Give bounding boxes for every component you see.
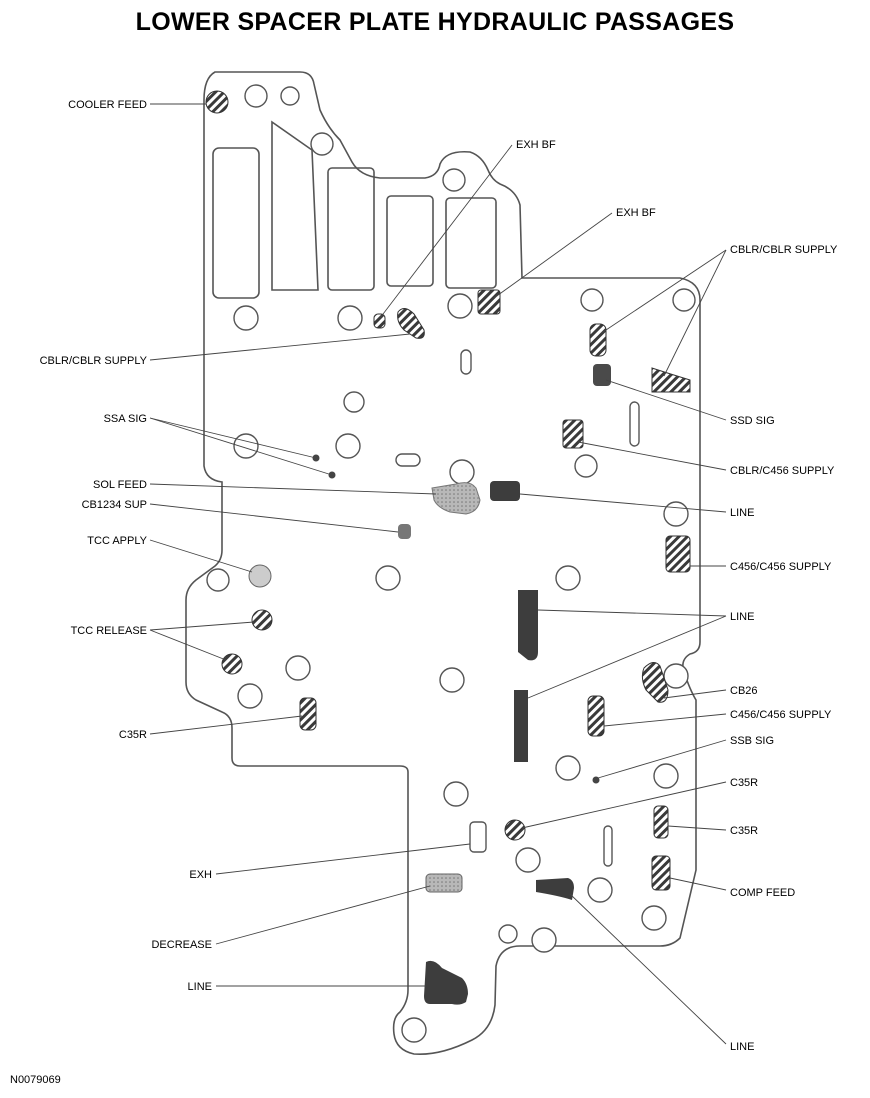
cblr-supply-port-small	[373, 313, 386, 329]
label-exh: EXH	[189, 869, 212, 881]
cblr-supply-right-port-2	[651, 367, 691, 393]
diagram-title: LOWER SPACER PLATE HYDRAULIC PASSAGES	[135, 8, 735, 36]
tcc-release-port-1	[251, 609, 273, 631]
upper-pocket-2	[271, 120, 319, 291]
line-port-3	[514, 690, 528, 762]
label-comp-feed: COMP FEED	[730, 887, 795, 899]
label-exh-bf-1: EXH BF	[516, 139, 556, 151]
c35r-right-port-1	[504, 819, 526, 841]
cblr-supply-port	[397, 308, 425, 339]
label-ssd-sig: SSD SIG	[730, 415, 775, 427]
cb26-port	[641, 662, 669, 703]
exh-bf-port	[477, 289, 501, 315]
plate-outline	[185, 71, 701, 1056]
cooler-feed-port	[205, 90, 229, 114]
c456-supply-port-2	[587, 695, 605, 737]
label-ssa-sig: SSA SIG	[104, 413, 147, 425]
label-tcc-release: TCC RELEASE	[71, 625, 147, 637]
ssd-sig-port	[593, 364, 611, 386]
label-ssb-sig: SSB SIG	[730, 735, 774, 747]
open-holes	[206, 84, 696, 1043]
label-line-1: LINE	[730, 507, 754, 519]
label-cblr-supply-right: CBLR/CBLR SUPPLY	[730, 244, 838, 256]
upper-pocket-5	[445, 197, 497, 289]
upper-pocket-1	[212, 147, 260, 299]
label-cblr-supply-left: CBLR/CBLR SUPPLY	[40, 355, 148, 367]
upper-pocket-3	[327, 167, 375, 291]
label-tcc-apply: TCC APPLY	[87, 535, 147, 547]
tcc-apply-port	[248, 564, 272, 588]
decrease-port	[425, 873, 463, 893]
cblr-supply-right-port-1	[589, 323, 607, 357]
line-port-1	[490, 481, 520, 501]
line-port-2	[518, 590, 538, 661]
ssb-sig-port	[592, 776, 600, 784]
line-port-5	[424, 960, 468, 1005]
sol-feed-port	[431, 482, 481, 515]
cblr-c456-supply-port	[562, 419, 584, 449]
leader-lines	[149, 103, 727, 1045]
label-c456-supply-2: C456/C456 SUPPLY	[730, 709, 832, 721]
label-line-2: LINE	[730, 611, 754, 623]
c35r-right-port-2	[653, 805, 669, 839]
label-exh-bf-2: EXH BF	[616, 207, 656, 219]
label-sol-feed: SOL FEED	[93, 479, 147, 491]
label-c35r-right-1: C35R	[730, 777, 758, 789]
c456-supply-port-1	[665, 535, 691, 573]
c35r-left-port	[299, 697, 317, 731]
label-line-4: LINE	[730, 1041, 754, 1053]
label-c35r-right-2: C35R	[730, 825, 758, 837]
label-cooler-feed: COOLER FEED	[68, 99, 147, 111]
label-line-3: LINE	[188, 981, 212, 993]
upper-pocket-4	[386, 195, 434, 287]
comp-feed-port	[651, 855, 671, 891]
label-cblr-c456-supply: CBLR/C456 SUPPLY	[730, 465, 835, 477]
figure-id: N0079069	[10, 1074, 61, 1086]
label-cb1234-sup: CB1234 SUP	[82, 499, 147, 511]
label-c35r-left: C35R	[119, 729, 147, 741]
label-decrease: DECREASE	[151, 939, 212, 951]
label-c456-supply-1: C456/C456 SUPPLY	[730, 561, 832, 573]
line-port-4	[536, 878, 574, 900]
cb1234-sup-port	[398, 524, 411, 539]
label-cb26: CB26	[730, 685, 758, 697]
tcc-release-port-2	[221, 653, 243, 675]
